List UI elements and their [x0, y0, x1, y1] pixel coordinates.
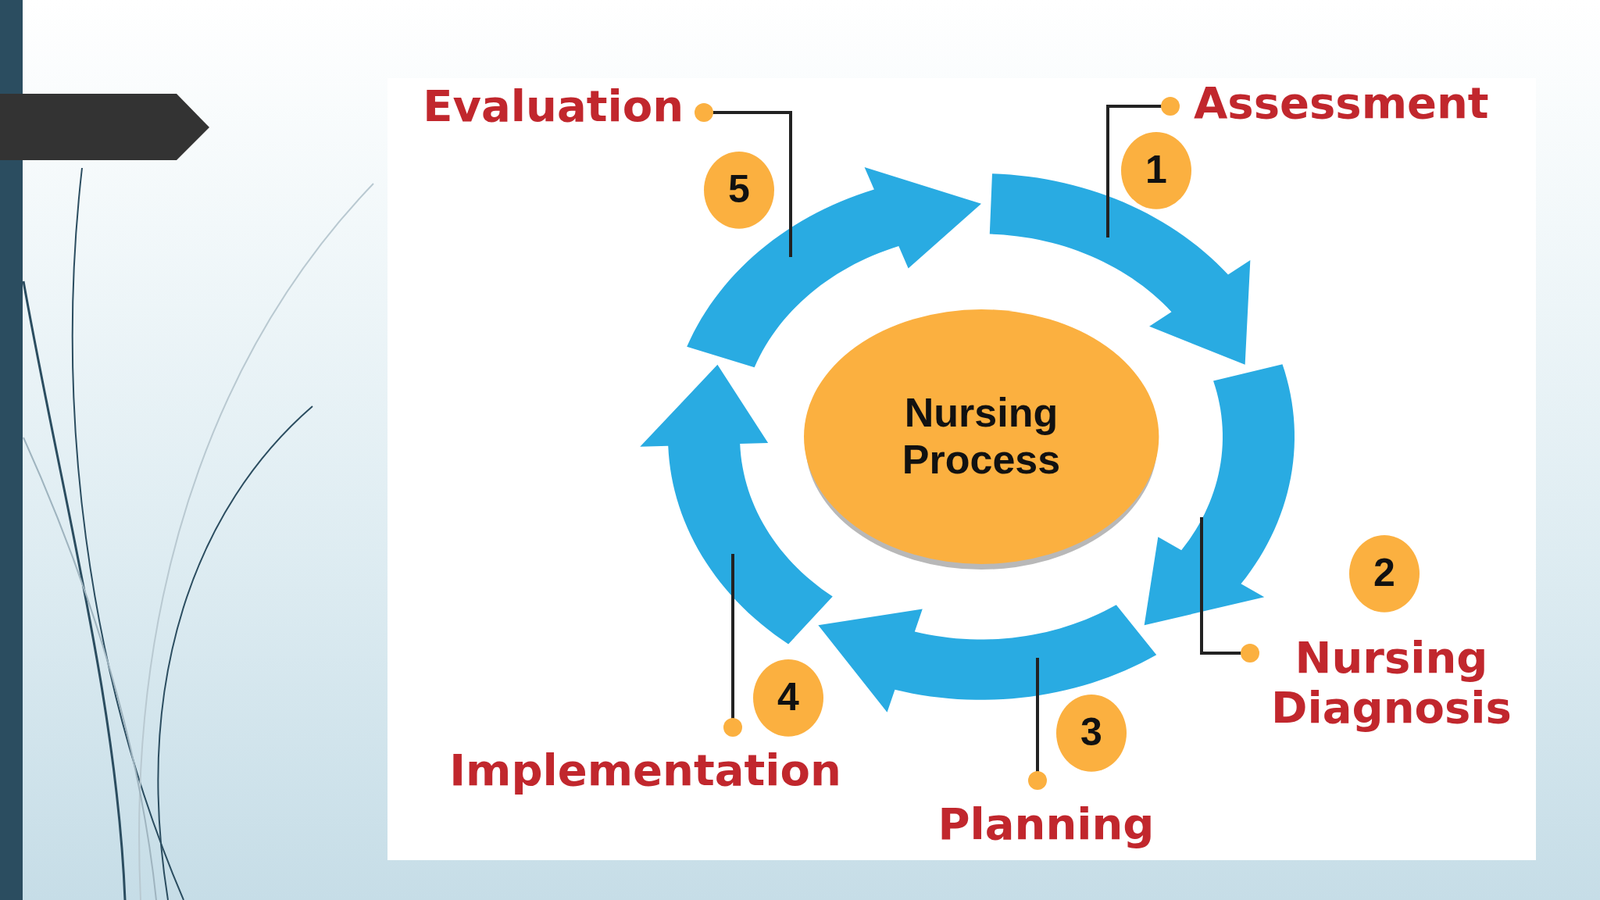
callout-number: 2 — [1349, 535, 1420, 613]
callout-number: 4 — [753, 659, 824, 737]
callout-number-fill — [703, 151, 775, 229]
step-label: Implementation — [449, 745, 842, 796]
leader-dot — [1160, 96, 1180, 116]
title-banner — [0, 93, 210, 161]
center-circle-fill — [803, 309, 1159, 565]
callout-number: 3 — [1056, 694, 1127, 772]
decor-curve — [139, 183, 374, 900]
callout-number-fill — [1056, 694, 1127, 772]
callout-number: 1 — [1121, 132, 1192, 210]
leader-dot — [1028, 771, 1047, 790]
leader-line — [1035, 657, 1040, 781]
step-label: Assessment — [1193, 78, 1490, 129]
callout-number-text: 5 — [728, 167, 750, 213]
callout-number-text: 2 — [1373, 550, 1396, 597]
picture-panel — [387, 78, 1536, 861]
step-label: Evaluation — [422, 81, 684, 132]
step-label: Planning — [938, 799, 1155, 850]
leader-dots — [694, 96, 1260, 790]
center-title: Nursing Process — [864, 389, 1099, 484]
callout-number-text: 4 — [777, 675, 800, 721]
leader-dot — [1240, 643, 1260, 663]
leader-dot — [694, 103, 714, 122]
decor-curve — [158, 406, 313, 900]
callout-number-text: 3 — [1080, 710, 1103, 756]
decor-curve — [23, 437, 157, 900]
cycle-arrow — [1144, 364, 1295, 625]
callout-number-fill — [1121, 132, 1192, 210]
leader-dot — [723, 717, 743, 737]
callout-number-fill — [753, 659, 824, 737]
cycle-arrow — [817, 604, 1157, 713]
center-circle: Nursing Process — [803, 309, 1159, 565]
leader-line — [731, 553, 735, 728]
cycle-arrows — [639, 167, 1295, 713]
decor-curve — [72, 167, 184, 900]
callout-number-text: 1 — [1145, 147, 1168, 193]
callout-number-fill — [1349, 535, 1420, 613]
leader-lines — [703, 106, 1250, 781]
callout-number: 5 — [703, 151, 775, 229]
leader-line — [703, 112, 791, 258]
decor-curve — [23, 281, 125, 900]
leader-line — [1201, 517, 1250, 654]
cycle-arrow — [639, 364, 833, 645]
step-label: Nursing Diagnosis — [1227, 632, 1556, 734]
